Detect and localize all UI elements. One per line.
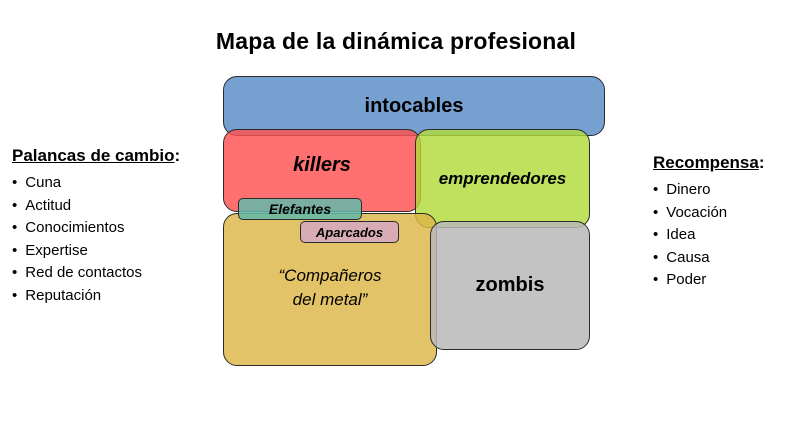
reward-item: Dinero (653, 179, 765, 202)
companeros-label-line2: del metal” (292, 289, 368, 309)
companeros-del-metal-box: “Compañeros del metal” (223, 213, 437, 366)
emprendedores-label: emprendedores (438, 168, 567, 188)
rewards-heading-colon: : (758, 153, 765, 172)
lever-item: Reputación (12, 285, 180, 308)
aparcados-box: Aparcados (300, 221, 399, 243)
reward-item: Idea (653, 224, 765, 247)
levers-heading-colon: : (174, 146, 181, 165)
intocables-box: intocables (223, 76, 605, 136)
elefantes-box: Elefantes (238, 198, 362, 220)
diagram-title: Mapa de la dinámica profesional (215, 28, 577, 54)
levers-heading: Palancas de cambio: (12, 146, 180, 166)
companeros-label: “Compañeros del metal” (279, 264, 382, 312)
rewards-heading-text: Recompensa (653, 153, 759, 172)
elefantes-label: Elefantes (268, 201, 332, 217)
reward-item: Poder (653, 269, 765, 292)
lever-item: Actitud (12, 195, 180, 218)
rewards-heading: Recompensa: (653, 153, 765, 173)
zombis-label: zombis (475, 274, 545, 296)
reward-item: Causa (653, 247, 765, 270)
killers-label: killers (293, 154, 351, 176)
levers-heading-text: Palancas de cambio (12, 146, 175, 165)
companeros-label-line1: “Compañeros (278, 265, 382, 285)
lever-item: Expertise (12, 240, 180, 263)
intocables-label: intocables (364, 94, 464, 117)
zombis-box: zombis (430, 221, 590, 350)
rewards-list: Dinero Vocación Idea Causa Poder (653, 179, 765, 292)
lever-item: Cuna (12, 172, 180, 195)
reward-item: Vocación (653, 202, 765, 225)
levers-list: Cuna Actitud Conocimientos Expertise Red… (12, 172, 180, 307)
lever-item: Conocimientos (12, 217, 180, 240)
lever-item: Red de contactos (12, 262, 180, 285)
rewards-panel: Recompensa: Dinero Vocación Idea Causa P… (653, 153, 765, 292)
emprendedores-box: emprendedores (415, 129, 590, 228)
levers-panel: Palancas de cambio: Cuna Actitud Conocim… (12, 146, 180, 307)
aparcados-label: Aparcados (315, 224, 384, 240)
